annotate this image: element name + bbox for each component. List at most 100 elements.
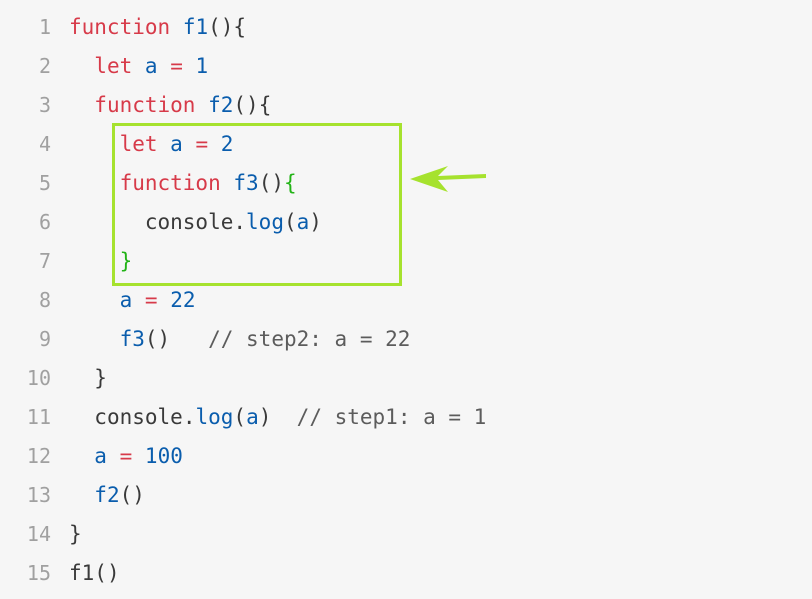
code-token: a <box>144 54 158 78</box>
code-line: 14} <box>0 515 812 554</box>
line-number: 13 <box>26 483 51 507</box>
code-token <box>132 54 145 78</box>
code-token <box>158 54 171 78</box>
code-token <box>132 288 145 312</box>
code-line: 13 f2() <box>0 476 812 515</box>
code-line: 12 a = 100 <box>0 437 812 476</box>
code-token <box>69 93 94 117</box>
code-line: 4 let a = 2 <box>0 125 812 164</box>
code-token: function <box>69 15 171 39</box>
code-token: function <box>119 171 221 195</box>
code-token <box>69 327 120 351</box>
line-number: 1 <box>38 15 51 39</box>
code-line: 1 function f1(){ <box>0 8 812 47</box>
line-number: 10 <box>26 366 51 390</box>
code-text: f3() // step2: a = 22 <box>69 320 411 359</box>
code-text: } <box>69 515 82 554</box>
highlight-box <box>112 123 402 286</box>
line-number: 6 <box>38 210 51 234</box>
code-text: } <box>69 359 107 398</box>
code-line: 2 let a = 1 <box>0 47 812 86</box>
line-number: 14 <box>26 522 51 546</box>
code-token: () <box>119 483 145 507</box>
code-text: let a = 2 <box>69 125 234 164</box>
code-text: } <box>69 242 133 281</box>
line-number: 2 <box>38 54 51 78</box>
code-token <box>158 288 171 312</box>
code-token: { <box>283 171 297 195</box>
line-number: 3 <box>38 93 51 117</box>
code-token <box>69 366 94 390</box>
code-line: 9 f3() // step2: a = 22 <box>0 320 812 359</box>
line-number: 12 <box>26 444 51 468</box>
code-token: () <box>94 561 120 585</box>
code-token: a <box>246 405 259 429</box>
code-line: 5 function f3(){ <box>0 164 812 203</box>
code-text: function f3(){ <box>69 164 297 203</box>
code-text: function f2(){ <box>69 86 271 125</box>
code-line: 15 f1() <box>0 554 812 593</box>
code-token: // step2: a = 22 <box>208 327 411 351</box>
code-text: let a = 1 <box>69 47 208 86</box>
arrow-left-icon <box>410 166 486 192</box>
code-token: = <box>119 444 133 468</box>
code-line: 11 console.log(a) // step1: a = 1 <box>0 398 812 437</box>
code-token <box>271 405 296 429</box>
code-token: = <box>195 132 209 156</box>
code-token <box>195 93 208 117</box>
line-number: 7 <box>38 249 51 273</box>
line-number: 8 <box>38 288 51 312</box>
code-line: 8 a = 22 <box>0 281 812 320</box>
code-token: ) <box>309 210 322 234</box>
code-token: 22 <box>170 288 196 312</box>
code-token: f3 <box>233 171 259 195</box>
code-token <box>107 444 120 468</box>
code-token: console <box>94 405 183 429</box>
code-token <box>132 444 145 468</box>
code-token: } <box>119 249 133 273</box>
code-text: a = 100 <box>69 437 183 476</box>
code-token: log <box>195 405 234 429</box>
code-line: 7 } <box>0 242 812 281</box>
code-token <box>69 54 94 78</box>
code-token <box>69 288 120 312</box>
code-token <box>183 54 196 78</box>
line-number: 4 <box>38 132 51 156</box>
code-token: . <box>233 210 247 234</box>
line-number: 9 <box>38 327 51 351</box>
code-token: = <box>170 54 183 78</box>
code-token: f3 <box>119 327 145 351</box>
code-text: f2() <box>69 476 145 515</box>
code-token: () <box>144 327 171 351</box>
code-token: f1 <box>69 561 95 585</box>
code-token: (){ <box>233 93 272 117</box>
code-token: a <box>170 132 183 156</box>
code-token: a <box>296 210 310 234</box>
code-text: a = 22 <box>69 281 196 320</box>
code-token: 1 <box>195 54 209 78</box>
line-number: 11 <box>26 405 51 429</box>
code-token: 2 <box>220 132 234 156</box>
code-token: = <box>144 288 158 312</box>
code-token: a <box>94 444 107 468</box>
code-token: console <box>144 210 234 234</box>
code-token: f2 <box>208 93 234 117</box>
code-token <box>69 483 94 507</box>
code-token: log <box>246 210 284 234</box>
code-token: function <box>94 93 196 117</box>
code-line: 3 function f2(){ <box>0 86 812 125</box>
code-text: console.log(a) // step1: a = 1 <box>69 398 486 437</box>
code-text: f1() <box>69 554 120 593</box>
code-token: () <box>258 171 284 195</box>
code-line: 10 } <box>0 359 812 398</box>
code-token <box>170 15 183 39</box>
code-token: } <box>69 522 82 546</box>
code-token <box>69 444 94 468</box>
code-token: f1 <box>182 15 209 39</box>
code-token: (){ <box>208 15 247 39</box>
code-token: ( <box>283 210 297 234</box>
code-token <box>170 327 208 351</box>
code-token: let <box>119 132 158 156</box>
line-number: 15 <box>26 561 51 585</box>
code-token: 100 <box>144 444 183 468</box>
